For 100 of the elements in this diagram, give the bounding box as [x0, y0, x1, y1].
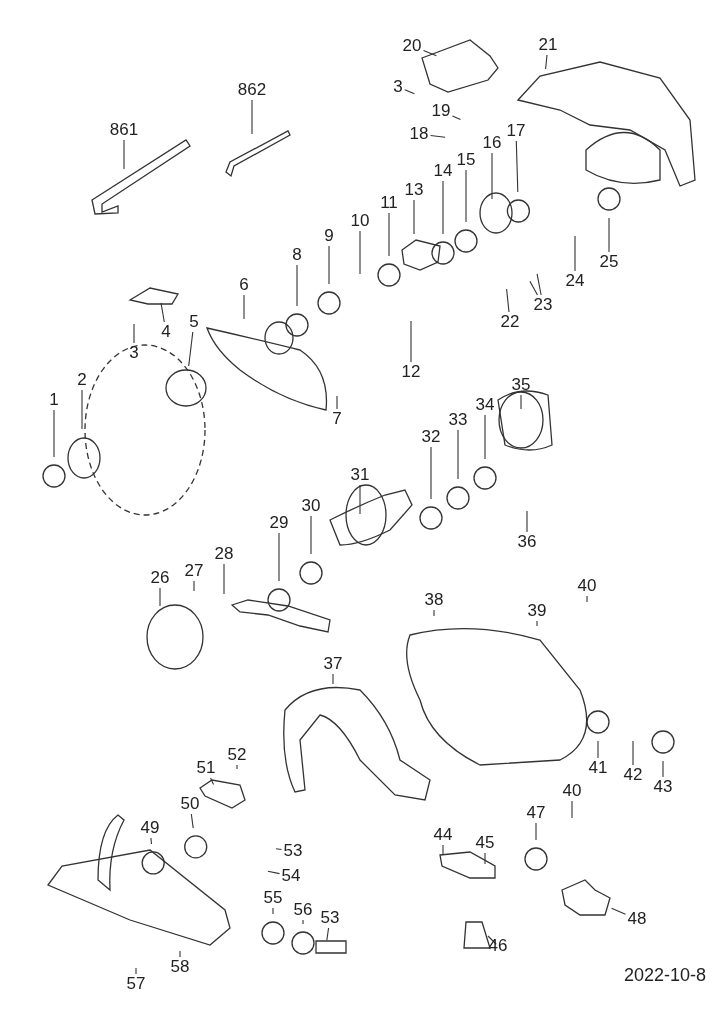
leader-line	[278, 532, 280, 582]
callout-number: 18	[408, 125, 430, 143]
leader-line	[150, 837, 152, 845]
leader-line	[442, 844, 444, 855]
leader-line	[433, 609, 435, 617]
callout-number: 26	[149, 569, 171, 587]
leader-line	[571, 800, 573, 819]
callout-number: 30	[300, 497, 322, 515]
callout-number: 53	[319, 909, 341, 927]
callout-number: 7	[331, 410, 343, 428]
leader-line	[159, 587, 161, 607]
leader-line	[243, 294, 245, 320]
callout-number: 39	[526, 602, 548, 620]
leader-line	[536, 620, 538, 627]
callout-number: 49	[139, 819, 161, 837]
leader-line	[210, 777, 215, 786]
callout-number: 31	[349, 466, 371, 484]
callout-number: 54	[280, 867, 302, 885]
callout-number: 33	[447, 411, 469, 429]
callout-number: 12	[400, 363, 422, 381]
leader-line	[506, 288, 510, 313]
leader-line	[193, 580, 195, 592]
callout-number: 20	[401, 37, 423, 55]
leader-line	[429, 134, 446, 138]
callout-number: 36	[516, 533, 538, 551]
callout-number: 862	[236, 81, 268, 99]
callout-number: 3	[128, 344, 140, 362]
leader-line	[545, 54, 548, 70]
callout-number: 53	[282, 842, 304, 860]
leader-line	[520, 394, 522, 410]
callout-number: 42	[622, 766, 644, 784]
leader-line	[123, 139, 125, 170]
leader-line	[410, 320, 412, 363]
callout-number: 34	[474, 396, 496, 414]
leader-line	[188, 331, 194, 367]
callout-number: 48	[626, 910, 648, 928]
leader-line	[160, 302, 165, 323]
callout-number: 13	[403, 181, 425, 199]
callout-number: 1	[48, 391, 60, 409]
leader-line	[336, 395, 338, 410]
callout-number: 29	[268, 514, 290, 532]
leader-line	[451, 115, 462, 121]
leader-line	[251, 99, 253, 135]
leader-line	[515, 140, 519, 193]
callout-number: 9	[323, 227, 335, 245]
leader-line	[457, 429, 459, 480]
callout-number: 23	[532, 296, 554, 314]
callout-number: 43	[652, 778, 674, 796]
leader-line	[388, 212, 390, 257]
date-label: 2022-10-8	[623, 965, 706, 986]
callout-number: 8	[291, 246, 303, 264]
callout-number: 40	[561, 782, 583, 800]
leader-line	[236, 764, 238, 770]
callout-number: 4	[160, 323, 172, 341]
callout-number: 40	[576, 577, 598, 595]
leader-line	[442, 180, 444, 235]
leader-line	[272, 907, 274, 915]
leader-line	[413, 199, 415, 235]
callout-number: 19	[430, 102, 452, 120]
leader-line	[465, 169, 467, 223]
callout-number: 25	[598, 253, 620, 271]
leader-line	[310, 515, 312, 555]
callout-number: 5	[188, 313, 200, 331]
callout-number: 32	[420, 428, 442, 446]
callout-number: 27	[183, 562, 205, 580]
callout-number: 24	[564, 272, 586, 290]
leader-line	[296, 264, 298, 307]
leader-line	[179, 950, 181, 958]
callout-number: 38	[423, 591, 445, 609]
leader-line	[526, 510, 528, 533]
callout-number: 56	[292, 901, 314, 919]
leader-line	[359, 230, 361, 275]
callout-number: 45	[474, 834, 496, 852]
leader-line	[422, 50, 437, 57]
leader-line	[535, 822, 537, 841]
leader-line	[328, 245, 330, 285]
callout-number: 37	[322, 655, 344, 673]
leader-line	[608, 217, 610, 253]
leader-line	[430, 446, 432, 500]
callout-number: 15	[455, 151, 477, 169]
leader-line	[332, 673, 334, 685]
leader-line	[302, 919, 304, 925]
callout-number: 52	[226, 746, 248, 764]
leader-line	[586, 595, 588, 603]
callout-number: 50	[179, 795, 201, 813]
leader-line	[223, 563, 225, 595]
leader-line	[632, 740, 634, 766]
callout-number: 21	[537, 36, 559, 54]
leader-line	[53, 409, 55, 458]
leader-line	[597, 740, 599, 759]
callout-number: 6	[238, 276, 250, 294]
leader-line	[135, 967, 137, 975]
leader-line	[484, 852, 486, 865]
callout-number: 10	[349, 212, 371, 230]
callout-number: 55	[262, 889, 284, 907]
callout-number: 51	[195, 759, 217, 777]
leader-line	[404, 89, 415, 95]
leader-line	[536, 273, 542, 296]
leader-line	[81, 389, 83, 430]
callout-number: 41	[587, 759, 609, 777]
